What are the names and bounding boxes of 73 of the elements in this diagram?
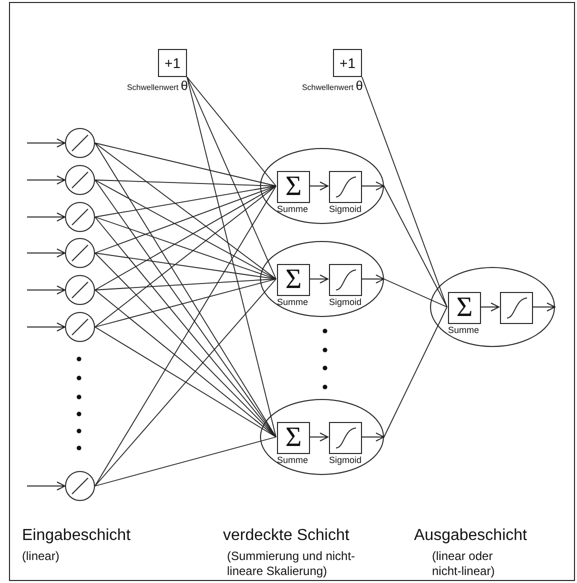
- input-neuron: [65, 275, 95, 305]
- arrow: [308, 182, 328, 190]
- connection-line: [94, 252, 276, 280]
- arrow: [26, 176, 66, 184]
- input-neuron: [65, 165, 95, 195]
- connection-line: [94, 186, 276, 290]
- connection-line: [94, 216, 276, 280]
- neuron-ellipse: [260, 148, 384, 224]
- connection-line: [94, 142, 276, 186]
- connection-line: [186, 76, 276, 186]
- connection-line: [186, 76, 276, 438]
- connection-line: [94, 436, 276, 486]
- connection-line: [94, 186, 276, 254]
- layer-title: verdeckte Schicht: [223, 526, 350, 545]
- summation-block: Σ: [448, 292, 481, 324]
- layer-note: (linear): [22, 549, 60, 564]
- arrow: [360, 182, 384, 190]
- layer-note: (Summierung und nicht-lineare Skalierung): [227, 549, 356, 579]
- bias-block: +1: [158, 49, 187, 77]
- layer-note: (linear oder nicht-linear): [432, 549, 496, 579]
- arrow: [308, 274, 328, 284]
- arrow: [480, 302, 500, 312]
- arrow: [26, 138, 66, 148]
- connection-line: [94, 290, 276, 438]
- sigmoid-block: [500, 292, 533, 324]
- threshold-label: Schwellenwert θ: [300, 80, 363, 94]
- connection-line: [94, 252, 276, 438]
- arrow: [26, 482, 66, 490]
- connection-line: [94, 278, 276, 290]
- input-neuron: [65, 128, 95, 158]
- connection-line: [384, 186, 448, 308]
- bias-block: +1: [333, 49, 362, 77]
- block-label: Summe: [277, 455, 308, 465]
- block-label: Sigmoid: [329, 297, 362, 307]
- connection-line: [362, 76, 448, 308]
- input-neuron: [65, 471, 95, 501]
- connection-line: [94, 278, 276, 486]
- block-label: Summe: [448, 325, 480, 335]
- input-neuron: [65, 312, 95, 342]
- input-neuron: [65, 238, 95, 268]
- block-label: Sigmoid: [329, 204, 362, 214]
- neuron-ellipse: [260, 399, 384, 475]
- connection-line: [384, 278, 448, 308]
- summation-block: Σ: [277, 422, 310, 454]
- connection-line: [94, 278, 276, 328]
- block-label: Summe: [277, 297, 308, 307]
- arrow: [308, 432, 328, 442]
- summation-block: Σ: [277, 171, 310, 203]
- layer-title: Ausgabeschicht: [414, 526, 527, 545]
- connection-line: [94, 142, 276, 280]
- connection-line: [94, 186, 276, 218]
- threshold-label: Schwellenwert θ: [126, 80, 188, 94]
- connection-line: [94, 326, 276, 438]
- connection-line: [94, 180, 276, 280]
- connection-line: [94, 186, 276, 328]
- arrow: [26, 286, 66, 294]
- neuron-ellipse: [260, 241, 384, 317]
- arrow: [26, 248, 66, 258]
- arrow: [532, 302, 556, 312]
- layer-title: Eingabeschicht: [22, 526, 131, 545]
- arrow: [360, 274, 384, 284]
- connection-line: [186, 76, 276, 280]
- block-label: Sigmoid: [329, 455, 362, 465]
- summation-block: Σ: [277, 264, 310, 296]
- arrow: [360, 432, 384, 442]
- connection-line: [384, 306, 448, 438]
- neuron-ellipse: [430, 267, 555, 347]
- connection-line: [94, 186, 276, 486]
- arrow: [26, 322, 66, 332]
- input-neuron: [65, 202, 95, 232]
- block-label: Summe: [277, 204, 308, 214]
- arrow: [26, 212, 66, 222]
- connection-line: [94, 180, 276, 186]
